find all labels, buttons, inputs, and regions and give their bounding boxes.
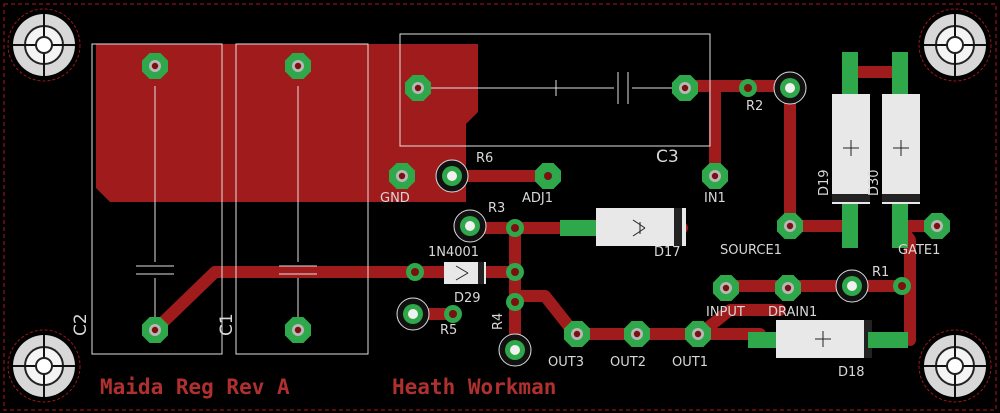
- pad-r5-end: [444, 305, 462, 323]
- label-r5: R5: [440, 323, 457, 338]
- diodes: [444, 52, 920, 358]
- diode-d30: [882, 52, 920, 248]
- label-drain1: DRAIN1: [768, 305, 817, 320]
- pad-drain1: [775, 275, 801, 301]
- pad-gnd: [389, 163, 415, 189]
- pad-input: [713, 275, 739, 301]
- copper-pour: [96, 44, 478, 202]
- via-r6: [435, 159, 469, 193]
- label-input: INPUT: [706, 305, 745, 320]
- label-d29: D29: [454, 291, 481, 306]
- label-source1: SOURCE1: [720, 243, 782, 258]
- board-edge: [3, 3, 997, 411]
- pad-out2: [624, 321, 650, 347]
- via-r2: [773, 71, 807, 105]
- pad-r1-end: [893, 277, 911, 295]
- diode-d29: [444, 262, 486, 284]
- pad-c2-bottom: [142, 317, 168, 343]
- pad-d29-right: [506, 263, 524, 281]
- pad-r2-left: [739, 79, 757, 97]
- mounting-holes: [7, 8, 992, 403]
- label-d17: D17: [654, 245, 681, 260]
- mount-bottom-right: [918, 329, 992, 403]
- label-c1: C1: [217, 313, 237, 336]
- trace-c2-out: [149, 266, 421, 336]
- pad-c3-left: [405, 75, 431, 101]
- label-c2: C2: [71, 313, 91, 336]
- label-out3: OUT3: [548, 355, 584, 370]
- via-r5: [396, 297, 430, 331]
- pad-c1-top: [285, 53, 311, 79]
- label-r2: R2: [746, 99, 763, 114]
- label-gnd: GND: [380, 191, 410, 206]
- silkscreen-project: Maida Reg Rev A: [100, 375, 290, 399]
- pad-r4-top: [506, 293, 524, 311]
- diode-d17: [560, 208, 686, 246]
- pad-out3: [564, 321, 590, 347]
- via-r4: [498, 333, 532, 367]
- label-r3: R3: [488, 201, 505, 216]
- pad-out1: [685, 321, 711, 347]
- pad-d29-left: [406, 263, 424, 281]
- label-adj1: ADJ1: [522, 191, 553, 206]
- label-c3: C3: [656, 147, 679, 167]
- pad-c3-right: [672, 75, 698, 101]
- labels: C3 C2 C1 R6 R3 R2 R1 R5 R4 D17 D18 D29 D…: [71, 99, 940, 399]
- c1-outline: [235, 43, 369, 355]
- pad-c1-bottom: [285, 317, 311, 343]
- pad-r3-end: [506, 219, 524, 237]
- silkscreen-author: Heath Workman: [392, 375, 556, 399]
- mount-bottom-left: [7, 329, 81, 403]
- pad-r6-end: [539, 167, 557, 185]
- label-r1: R1: [872, 265, 889, 280]
- via-r3: [453, 209, 487, 243]
- pad-gate1: [924, 213, 950, 239]
- diode-d19: [832, 52, 870, 248]
- label-d30: D30: [867, 169, 882, 196]
- label-d19: D19: [817, 169, 832, 196]
- label-gate1: GATE1: [898, 243, 940, 258]
- pad-in1: [702, 163, 728, 189]
- via-r1: [835, 269, 869, 303]
- diode-d18: [748, 320, 908, 358]
- label-1n4001: 1N4001: [428, 245, 479, 260]
- mount-top-right: [918, 8, 992, 82]
- label-in1: IN1: [704, 191, 726, 206]
- mount-top-left: [7, 8, 81, 82]
- pads: [142, 53, 950, 367]
- label-out2: OUT2: [610, 355, 646, 370]
- c3-outline: [399, 33, 711, 147]
- c2-outline: [91, 43, 223, 355]
- pad-c2-top: [142, 53, 168, 79]
- label-r6: R6: [476, 151, 493, 166]
- pad-source1: [777, 213, 803, 239]
- label-d18: D18: [838, 365, 865, 380]
- component-outlines: [91, 33, 711, 355]
- label-out1: OUT1: [672, 355, 708, 370]
- label-r4: R4: [491, 313, 506, 330]
